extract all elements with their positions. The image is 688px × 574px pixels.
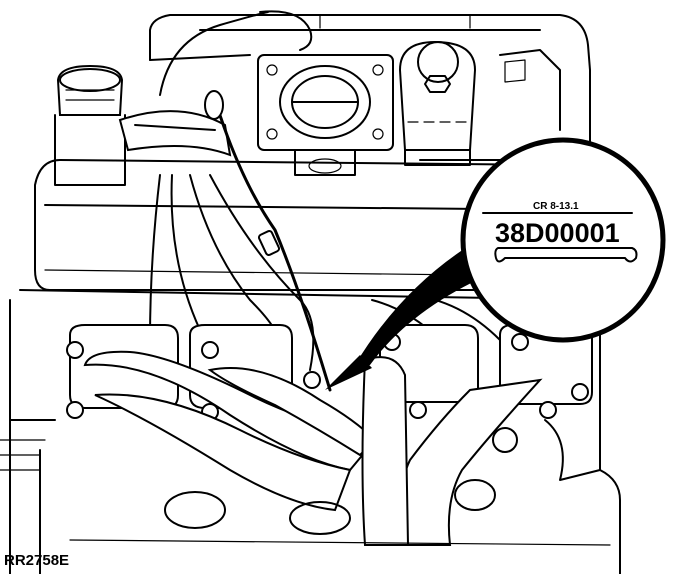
serial-number-text: 38D00001 [495, 218, 620, 248]
breather-hose [118, 110, 232, 157]
throttle-cable-pipe [159, 10, 561, 131]
figure-reference-label: RR2758E [4, 552, 69, 569]
plenum-chamber [149, 14, 591, 161]
exhaust-manifold-left [66, 324, 377, 512]
serial-number-callout [325, 137, 666, 390]
idle-control-valve [398, 40, 477, 166]
callout-reference-text: CR 8-13.1 [533, 201, 579, 212]
exhaust-manifold-right [361, 324, 593, 546]
oil-filler-cap [54, 64, 126, 186]
cylinder-block [0, 299, 621, 574]
throttle-body [257, 54, 394, 176]
